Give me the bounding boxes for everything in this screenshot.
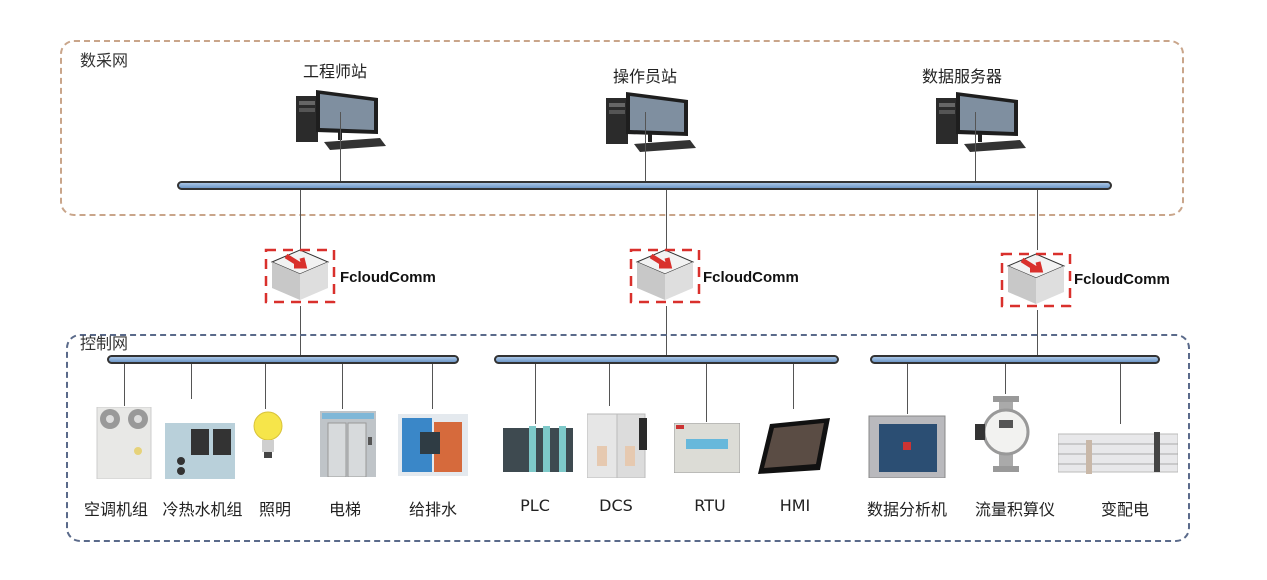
gateway-label: FcloudComm: [703, 269, 799, 286]
gateway-switch-icon[interactable]: [1000, 248, 1072, 310]
device-link: [191, 364, 192, 399]
data-acquisition-network-label: 数采网: [80, 51, 129, 70]
station-label-data-server: 数据服务器: [921, 67, 1002, 86]
gateway-downlink: [666, 306, 667, 356]
station-link: [340, 112, 341, 182]
gateway-downlink: [300, 306, 301, 356]
control-network-zone: [66, 334, 1190, 542]
device-link: [342, 364, 343, 409]
device-label: PLC: [520, 496, 550, 515]
device-label: RTU: [694, 496, 726, 515]
device-label: 给排水: [408, 500, 457, 519]
gateway-switch-icon[interactable]: [264, 244, 336, 306]
gateway-uplink: [1037, 190, 1038, 250]
data-acquisition-bus: [177, 181, 1112, 190]
station-link: [975, 112, 976, 182]
gateway-label: FcloudComm: [340, 269, 436, 286]
device-label: 数据分析机: [866, 500, 947, 519]
gateway-uplink: [666, 190, 667, 250]
device-label: 流量积算仪: [974, 500, 1055, 519]
device-link: [907, 364, 908, 414]
device-label: DCS: [599, 496, 633, 515]
station-label-operator: 操作员站: [612, 67, 677, 86]
control-network-label: 控制网: [80, 334, 129, 353]
dcs-cabinet-icon[interactable]: [587, 410, 647, 478]
rtu-icon[interactable]: [674, 423, 740, 473]
device-link: [432, 364, 433, 409]
device-label: 变配电: [1100, 500, 1149, 519]
device-link: [1120, 364, 1121, 424]
station-link: [645, 112, 646, 182]
device-label: HMI: [779, 496, 811, 515]
ac-unit-icon[interactable]: [96, 407, 152, 479]
gateway-downlink: [1037, 310, 1038, 356]
data-acquisition-network-zone: [60, 40, 1184, 216]
station-label-engineer: 工程师站: [302, 62, 367, 81]
water-pump-icon[interactable]: [398, 414, 468, 476]
gateway-label: FcloudComm: [1074, 271, 1170, 288]
device-link: [535, 364, 536, 424]
device-link: [265, 364, 266, 409]
device-label: 空调机组: [83, 500, 148, 519]
flow-meter-icon[interactable]: [973, 396, 1039, 476]
gateway-switch-icon[interactable]: [629, 244, 701, 306]
elevator-icon[interactable]: [320, 411, 376, 477]
control-bus-industrial: [494, 355, 839, 364]
desktop-computer-icon[interactable]: [600, 90, 700, 158]
control-bus-metering: [870, 355, 1160, 364]
desktop-computer-icon[interactable]: [290, 88, 390, 156]
desktop-computer-icon[interactable]: [930, 90, 1030, 158]
hmi-tablet-icon[interactable]: [758, 418, 832, 476]
device-label: 电梯: [328, 500, 361, 519]
gateway-uplink: [300, 190, 301, 250]
device-label: 冷热水机组: [162, 500, 243, 519]
device-link: [609, 364, 610, 406]
power-distribution-icon[interactable]: [1058, 432, 1178, 478]
device-link: [706, 364, 707, 422]
light-bulb-icon[interactable]: [253, 410, 283, 462]
data-analyzer-icon[interactable]: [867, 412, 947, 478]
chiller-unit-icon[interactable]: [163, 417, 237, 479]
plc-icon[interactable]: [503, 424, 573, 474]
device-link: [124, 364, 125, 406]
device-link: [793, 364, 794, 409]
control-bus-building: [107, 355, 459, 364]
device-label: 照明: [258, 500, 291, 519]
device-link: [1005, 364, 1006, 394]
